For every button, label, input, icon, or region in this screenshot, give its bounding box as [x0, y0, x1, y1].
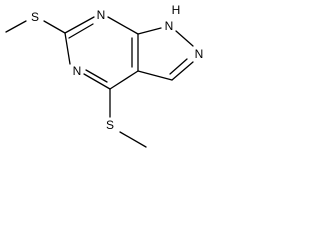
bond-c3-c3a [137, 70, 173, 81]
atom-n7: N [97, 8, 106, 22]
bond-c4-n5-double [85, 69, 108, 83]
atom-s-bottom: S [106, 118, 114, 132]
atom-n1: N [165, 19, 174, 33]
bond-methyl-s-top [5, 20, 27, 33]
atom-n5: N [73, 64, 82, 78]
bond-n5-c6 [64, 32, 71, 65]
bond-c3a-c4 [109, 70, 139, 90]
bond-n2-c3-double [169, 58, 188, 75]
bond-n7-c7a [107, 16, 139, 35]
bond-n2-c3 [171, 61, 194, 81]
atom-s-top: S [31, 10, 39, 24]
bond-c6-n7-double [68, 23, 94, 39]
bond-s-bottom-methyl [119, 131, 147, 148]
bond-c4-n5 [83, 73, 111, 90]
bond-s-top-c6 [43, 20, 66, 34]
bond-c6-n7 [64, 16, 95, 34]
atom-n2: N [195, 47, 204, 61]
bond-n1-n2 [175, 30, 194, 47]
bond-c7a-n1 [137, 27, 162, 35]
atom-h-n1: H [172, 3, 181, 17]
structure-diagram: S N H N N N S [5, 3, 204, 148]
